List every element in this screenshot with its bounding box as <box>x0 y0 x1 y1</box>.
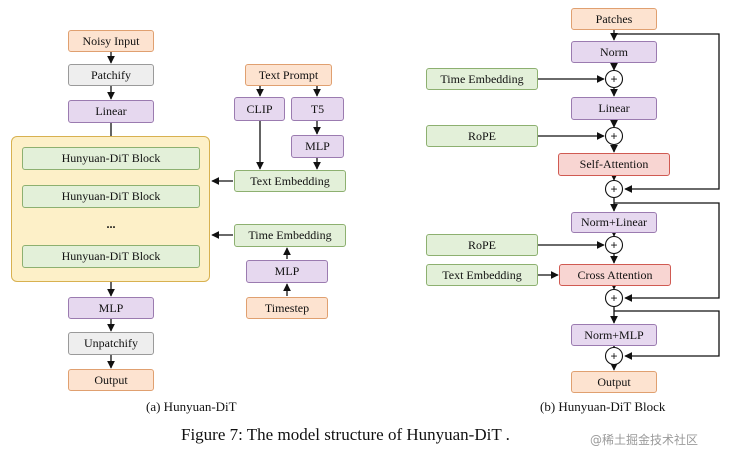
plus-node <box>604 288 624 308</box>
text-embedding-input: Text Embedding <box>426 264 538 286</box>
plus-label: + <box>610 129 617 143</box>
norm-linear-node: Norm+Linear <box>571 212 657 233</box>
plus-label: + <box>610 72 617 86</box>
cross-attention-node: Cross Attention <box>559 264 671 286</box>
norm-mlp-node: Norm+MLP <box>571 324 657 346</box>
linear-node: Linear <box>571 97 657 120</box>
patchify-node: Patchify <box>68 64 154 86</box>
unpatchify-node: Unpatchify <box>68 332 154 355</box>
plus-nodes <box>604 69 624 366</box>
time-embedding-input: Time Embedding <box>426 68 538 90</box>
output-node: Output <box>68 369 154 391</box>
watermark: @稀土掘金技术社区 <box>590 433 699 447</box>
plus-label: + <box>610 182 617 196</box>
plus-label: + <box>610 349 617 363</box>
dit-block-node-3: Hunyuan-DiT Block <box>22 245 200 268</box>
text-prompt-node: Text Prompt <box>245 64 332 86</box>
plus-label: + <box>610 291 617 305</box>
plus-node <box>604 346 624 366</box>
plus-node <box>604 69 624 89</box>
dit-block-node-2: Hunyuan-DiT Block <box>22 185 200 208</box>
time-embedding-node: Time Embedding <box>234 224 346 247</box>
rope-input-1: RoPE <box>426 125 538 147</box>
plus-label: + <box>610 238 617 252</box>
plus-node <box>604 235 624 255</box>
mlp-node: MLP <box>68 297 154 319</box>
left-caption: (a) Hunyuan-DiT <box>146 399 237 414</box>
t5-node: T5 <box>291 97 344 121</box>
ellipsis-label: ... <box>106 217 116 231</box>
dit-block-node-1: Hunyuan-DiT Block <box>22 147 200 170</box>
linear-node: Linear <box>68 100 154 123</box>
figure-caption: Figure 7: The model structure of Hunyuan… <box>181 425 510 444</box>
clip-node: CLIP <box>234 97 285 121</box>
timestep-node: Timestep <box>246 297 328 319</box>
self-attention-node: Self-Attention <box>558 153 670 176</box>
t5-mlp-node: MLP <box>291 135 344 158</box>
norm-node: Norm <box>571 41 657 63</box>
output-node: Output <box>571 371 657 393</box>
time-mlp-node: MLP <box>246 260 328 283</box>
rope-input-2: RoPE <box>426 234 538 256</box>
plus-node <box>604 126 624 146</box>
patches-node: Patches <box>571 8 657 30</box>
plus-node <box>604 179 624 199</box>
text-embedding-node: Text Embedding <box>234 170 346 192</box>
noisy-input-node: Noisy Input <box>68 30 154 52</box>
right-caption: (b) Hunyuan-DiT Block <box>540 399 666 414</box>
